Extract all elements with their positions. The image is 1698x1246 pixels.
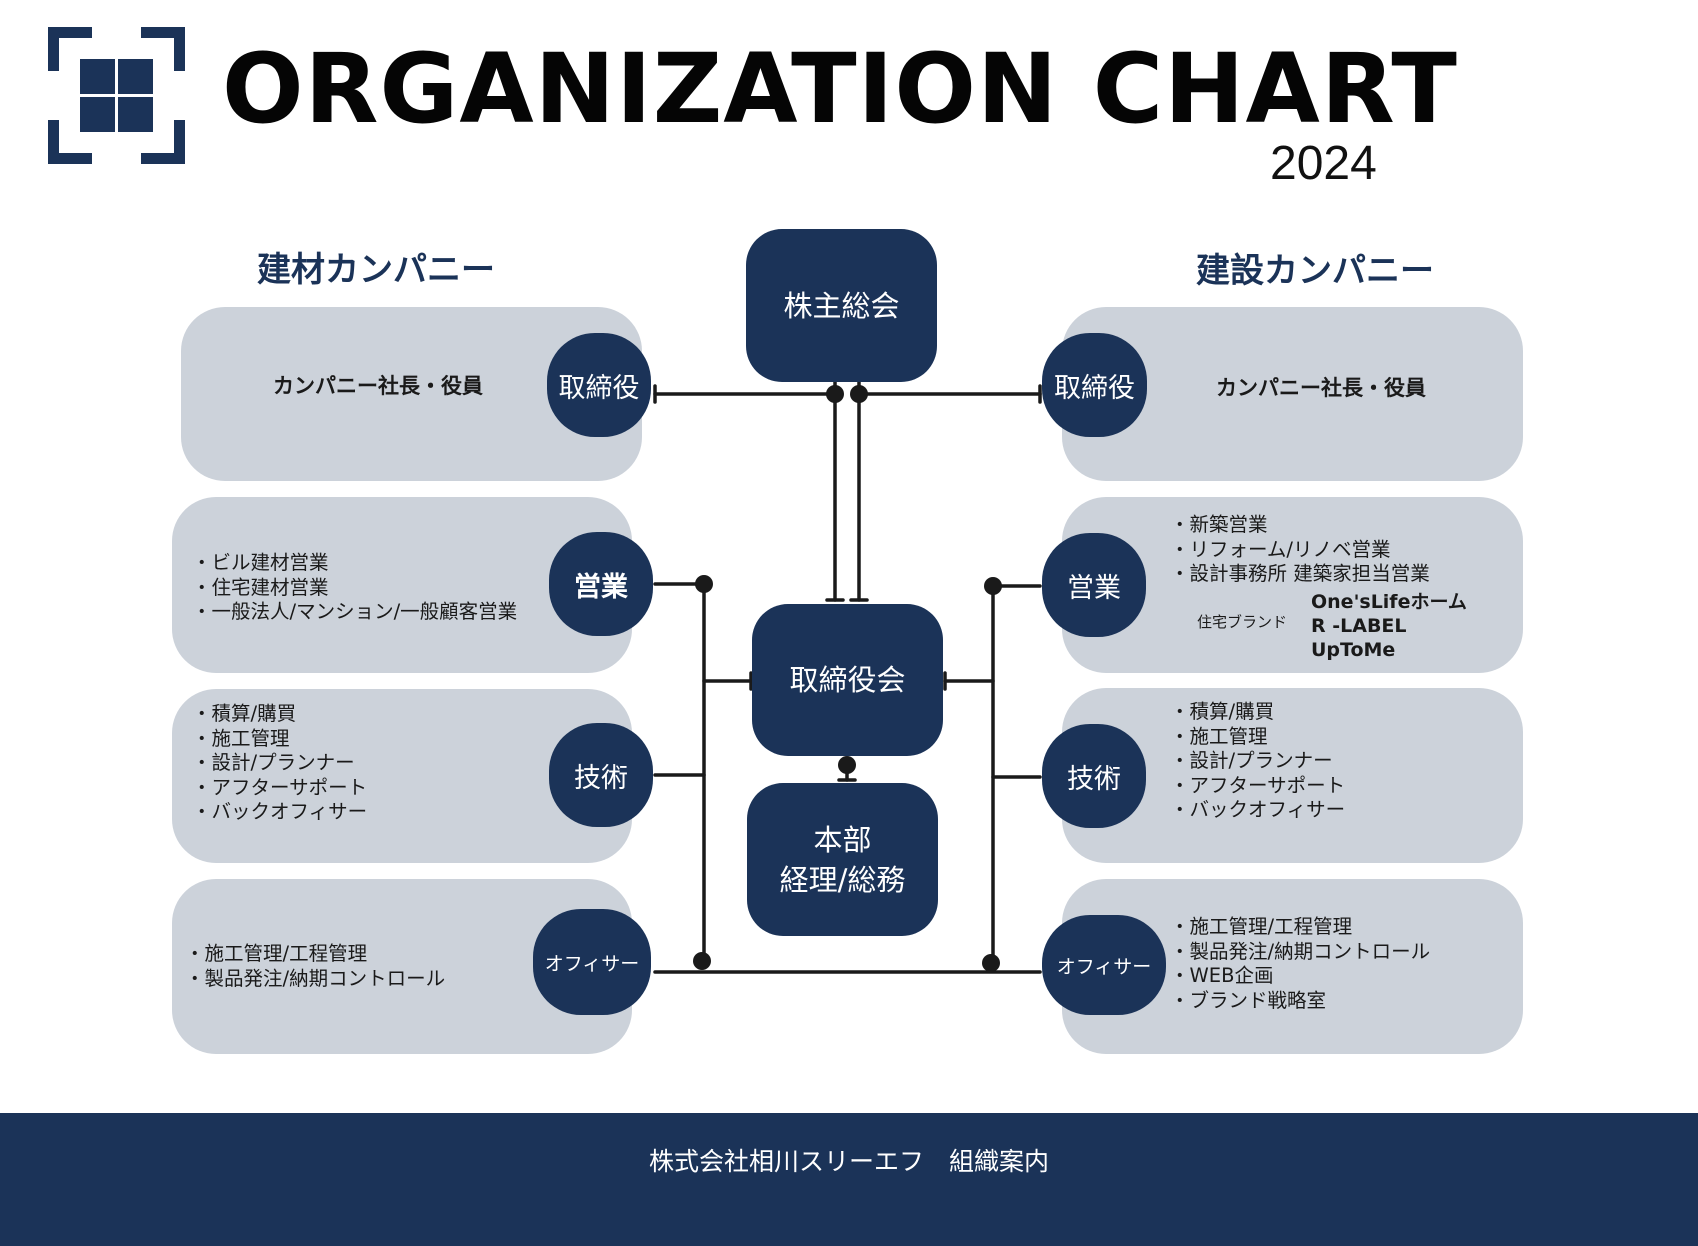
list-item: アフターサポート — [192, 776, 368, 801]
left-officer-pill: オフィサー — [533, 909, 651, 1015]
right-executives-label: カンパニー社長・役員 — [1216, 376, 1426, 400]
list-item: 施工管理 — [1170, 725, 1345, 750]
left-executives-label: カンパニー社長・役員 — [273, 374, 483, 398]
list-item: リフォーム/リノベ営業 — [1170, 538, 1430, 563]
left-tech-pill: 技術 — [549, 723, 653, 827]
headquarters-box: 本部 経理/総務 — [747, 783, 938, 936]
housing-brand-list: One'sLifeホーム R -LABEL UpToMe — [1311, 590, 1467, 662]
list-item: 製品発注/納期コントロール — [185, 967, 446, 992]
left-tech-list: 積算/購買 施工管理 設計/プランナー アフターサポート バックオフィサー — [192, 702, 368, 825]
list-item: 設計事務所 建築家担当営業 — [1170, 562, 1430, 587]
left-officer-list: 施工管理/工程管理 製品発注/納期コントロール — [185, 942, 446, 992]
list-item: 新築営業 — [1170, 513, 1430, 538]
list-item: WEB企画 — [1170, 964, 1430, 989]
right-tech-list: 積算/購買 施工管理 設計/プランナー アフターサポート バックオフィサー — [1170, 700, 1346, 823]
list-item: 施工管理/工程管理 — [1170, 915, 1430, 940]
list-item: ビル建材営業 — [192, 551, 517, 576]
headquarters-label: 本部 — [813, 822, 872, 857]
list-item: ブランド戦略室 — [1170, 989, 1430, 1014]
right-tech-pill: 技術 — [1042, 724, 1146, 828]
list-item: 製品発注/納期コントロール — [1170, 940, 1431, 965]
right-sales-pill: 営業 — [1042, 533, 1146, 637]
list-item: バックオフィサー — [192, 800, 368, 825]
year-label: 2024 — [1270, 137, 1377, 190]
list-item: バックオフィサー — [1170, 798, 1346, 823]
headquarters-dept-label: 経理/総務 — [779, 862, 906, 897]
board-of-directors-box: 取締役会 — [752, 604, 943, 756]
left-sales-pill: 営業 — [549, 532, 653, 636]
right-company-heading: 建設カンパニー — [1196, 251, 1434, 291]
left-directors-pill: 取締役 — [547, 333, 651, 437]
list-item: 施工管理 — [192, 727, 367, 752]
right-officer-pill: オフィサー — [1042, 915, 1166, 1015]
housing-brand-label: 住宅ブランド — [1197, 613, 1288, 631]
footer-text: 株式会社相川スリーエフ 組織案内 — [648, 1147, 1049, 1176]
shareholders-meeting-box: 株主総会 — [746, 229, 937, 382]
list-item: 一般法人/マンション/一般顧客営業 — [192, 600, 518, 625]
list-item: One'sLifeホーム — [1311, 591, 1467, 613]
window-grid-icon — [48, 27, 185, 164]
list-item: 施工管理/工程管理 — [185, 942, 445, 967]
left-company-heading: 建材カンパニー — [257, 250, 495, 290]
list-item: 積算/購買 — [1170, 700, 1345, 725]
list-item: 積算/購買 — [192, 702, 367, 727]
list-item: アフターサポート — [1170, 774, 1346, 799]
list-item: UpToMe — [1311, 639, 1396, 661]
right-officer-list: 施工管理/工程管理 製品発注/納期コントロール WEB企画 ブランド戦略室 — [1170, 915, 1431, 1014]
page-title: ORGANIZATION CHART — [222, 33, 1458, 145]
list-item: 設計/プランナー — [1170, 749, 1345, 774]
list-item: 設計/プランナー — [192, 751, 367, 776]
right-sales-list: 新築営業 リフォーム/リノベ営業 設計事務所 建築家担当営業 — [1170, 513, 1430, 587]
footer-bar — [0, 1113, 1698, 1246]
right-directors-pill: 取締役 — [1042, 333, 1147, 437]
list-item: R -LABEL — [1311, 615, 1407, 637]
left-sales-list: ビル建材営業 住宅建材営業 一般法人/マンション/一般顧客営業 — [192, 551, 518, 625]
list-item: 住宅建材営業 — [192, 576, 517, 601]
